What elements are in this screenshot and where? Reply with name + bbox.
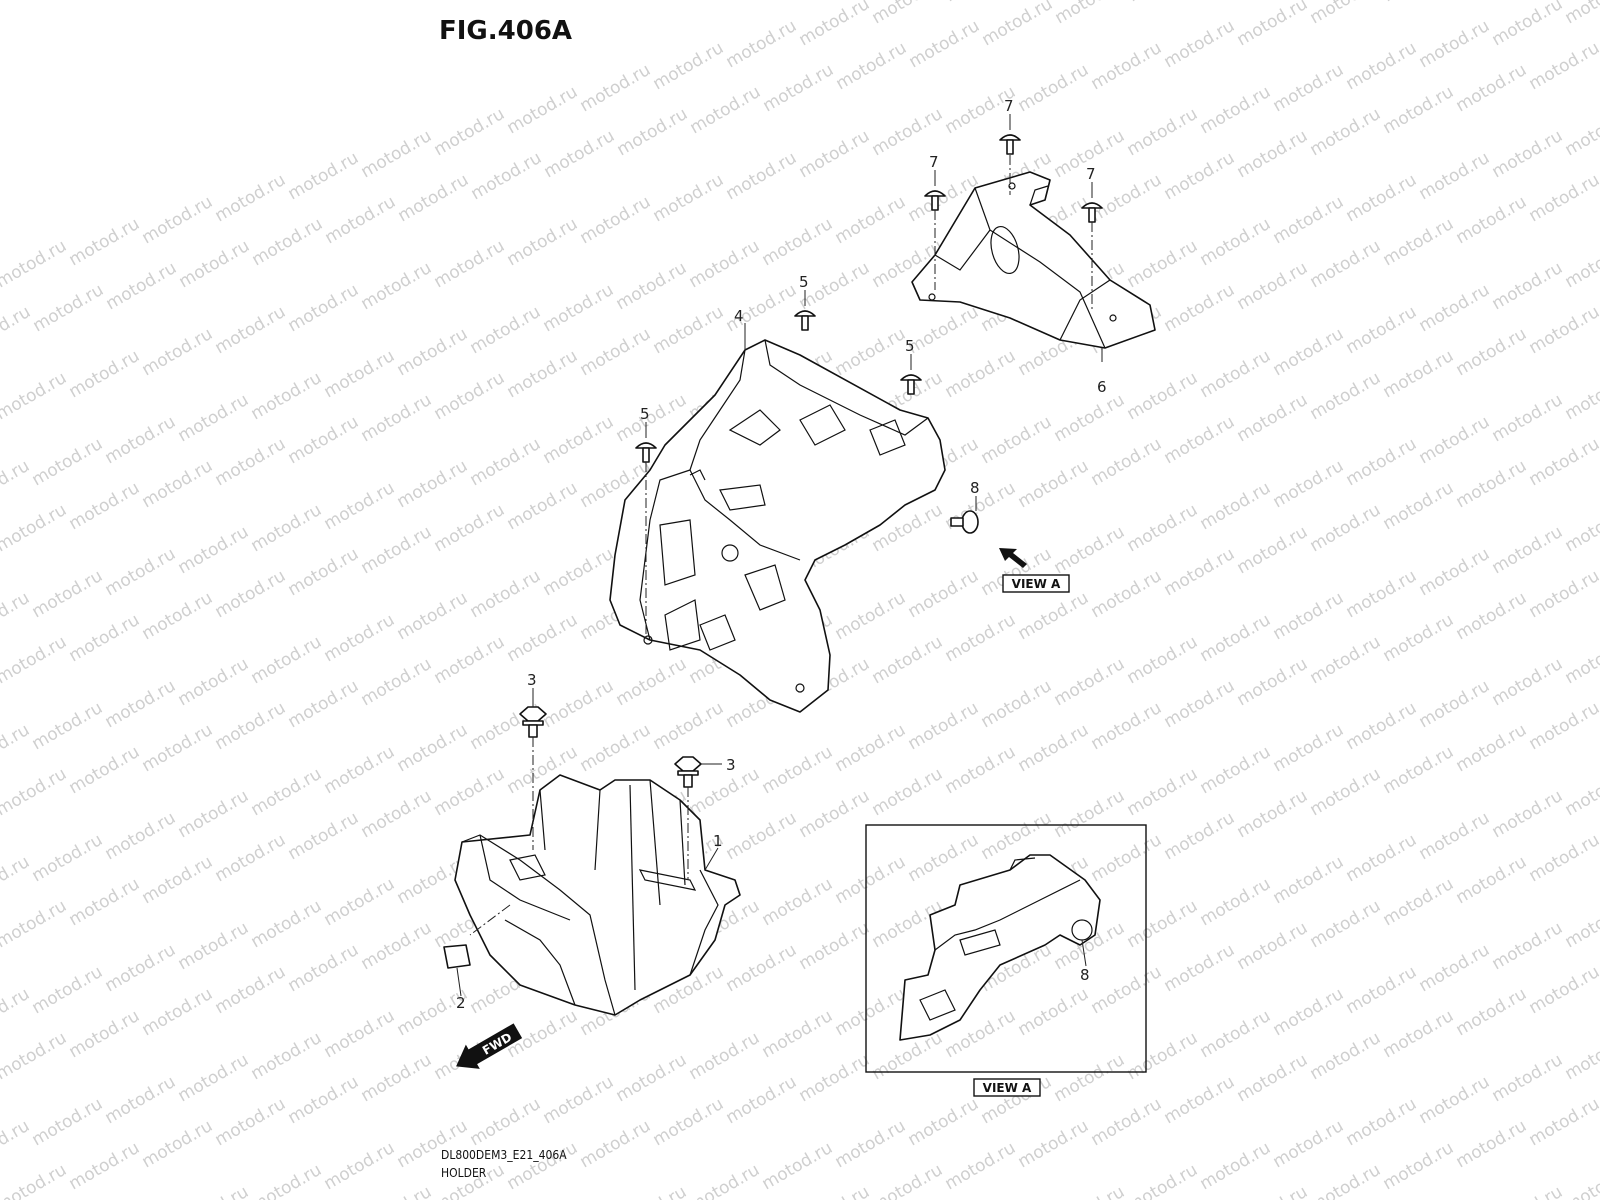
callout-number: 5	[905, 337, 915, 355]
diagram-name: HOLDER	[441, 1166, 487, 1180]
callout-number: 1	[713, 832, 723, 850]
part-7-screw-a[interactable]	[999, 134, 1021, 155]
callout-number: 3	[726, 756, 736, 774]
callout-number: 8	[970, 479, 980, 497]
diagram-code: DL800DEM3_E21_406A	[441, 1148, 567, 1162]
leader-line	[704, 847, 719, 871]
part-7-screw-b[interactable]	[924, 190, 946, 211]
part-4-holder[interactable]	[609, 339, 946, 713]
part-6-bracket[interactable]	[911, 171, 1156, 349]
view-a-inset	[865, 824, 1147, 1073]
part-7-screw-c[interactable]	[1081, 202, 1103, 223]
part-8-grommet[interactable]	[950, 510, 979, 534]
view-a-tag: VIEW A	[1002, 574, 1070, 593]
callout-number: 7	[1004, 97, 1014, 115]
fwd-arrow: FWD	[456, 1023, 523, 1069]
callout-number: 2	[456, 994, 466, 1012]
callout-number: 7	[929, 153, 939, 171]
svg-text:VIEW A: VIEW A	[983, 1081, 1032, 1095]
part-5-screw-a[interactable]	[794, 310, 816, 331]
part-3-bolt-a[interactable]	[519, 706, 547, 738]
callout-number: 8	[1080, 966, 1090, 984]
view-a-arrow	[999, 548, 1027, 568]
leader-line	[456, 967, 462, 997]
callout-number: 3	[527, 671, 537, 689]
callout-number: 5	[799, 273, 809, 291]
svg-text:VIEW A: VIEW A	[1012, 577, 1061, 591]
leader-line	[1081, 939, 1087, 967]
callout-number: 4	[734, 307, 744, 325]
figure-title: FIG.406A	[439, 16, 573, 46]
callout-number: 5	[640, 405, 650, 423]
part-2-clip[interactable]	[443, 944, 471, 969]
part-1-tray[interactable]	[454, 774, 741, 1016]
alignment-line	[469, 904, 511, 936]
callout-number: 7	[1086, 165, 1096, 183]
part-3-bolt-b[interactable]	[674, 756, 702, 788]
view-a-inset-tag: VIEW A	[973, 1078, 1041, 1097]
callout-number: 6	[1097, 378, 1107, 396]
part-5-screw-c[interactable]	[635, 442, 657, 463]
part-5-screw-b[interactable]	[900, 374, 922, 395]
